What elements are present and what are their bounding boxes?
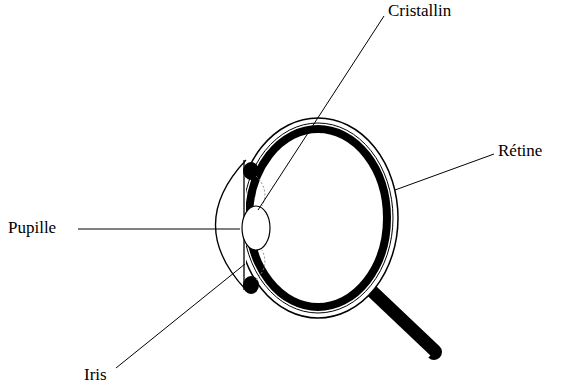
- part-label: Cristallin: [388, 2, 451, 21]
- retina: [249, 129, 387, 307]
- sclera: [238, 118, 398, 318]
- part-label: Iris: [84, 366, 107, 385]
- leader-line: [116, 264, 245, 368]
- leader-line: [258, 16, 384, 210]
- leader-line: [78, 229, 240, 230]
- lens: [242, 206, 270, 250]
- sclera-inner: [243, 123, 393, 313]
- leader-line: [395, 154, 494, 190]
- cornea: [216, 160, 247, 290]
- part-label: Pupille: [8, 219, 56, 238]
- part-label: Rétine: [498, 142, 542, 161]
